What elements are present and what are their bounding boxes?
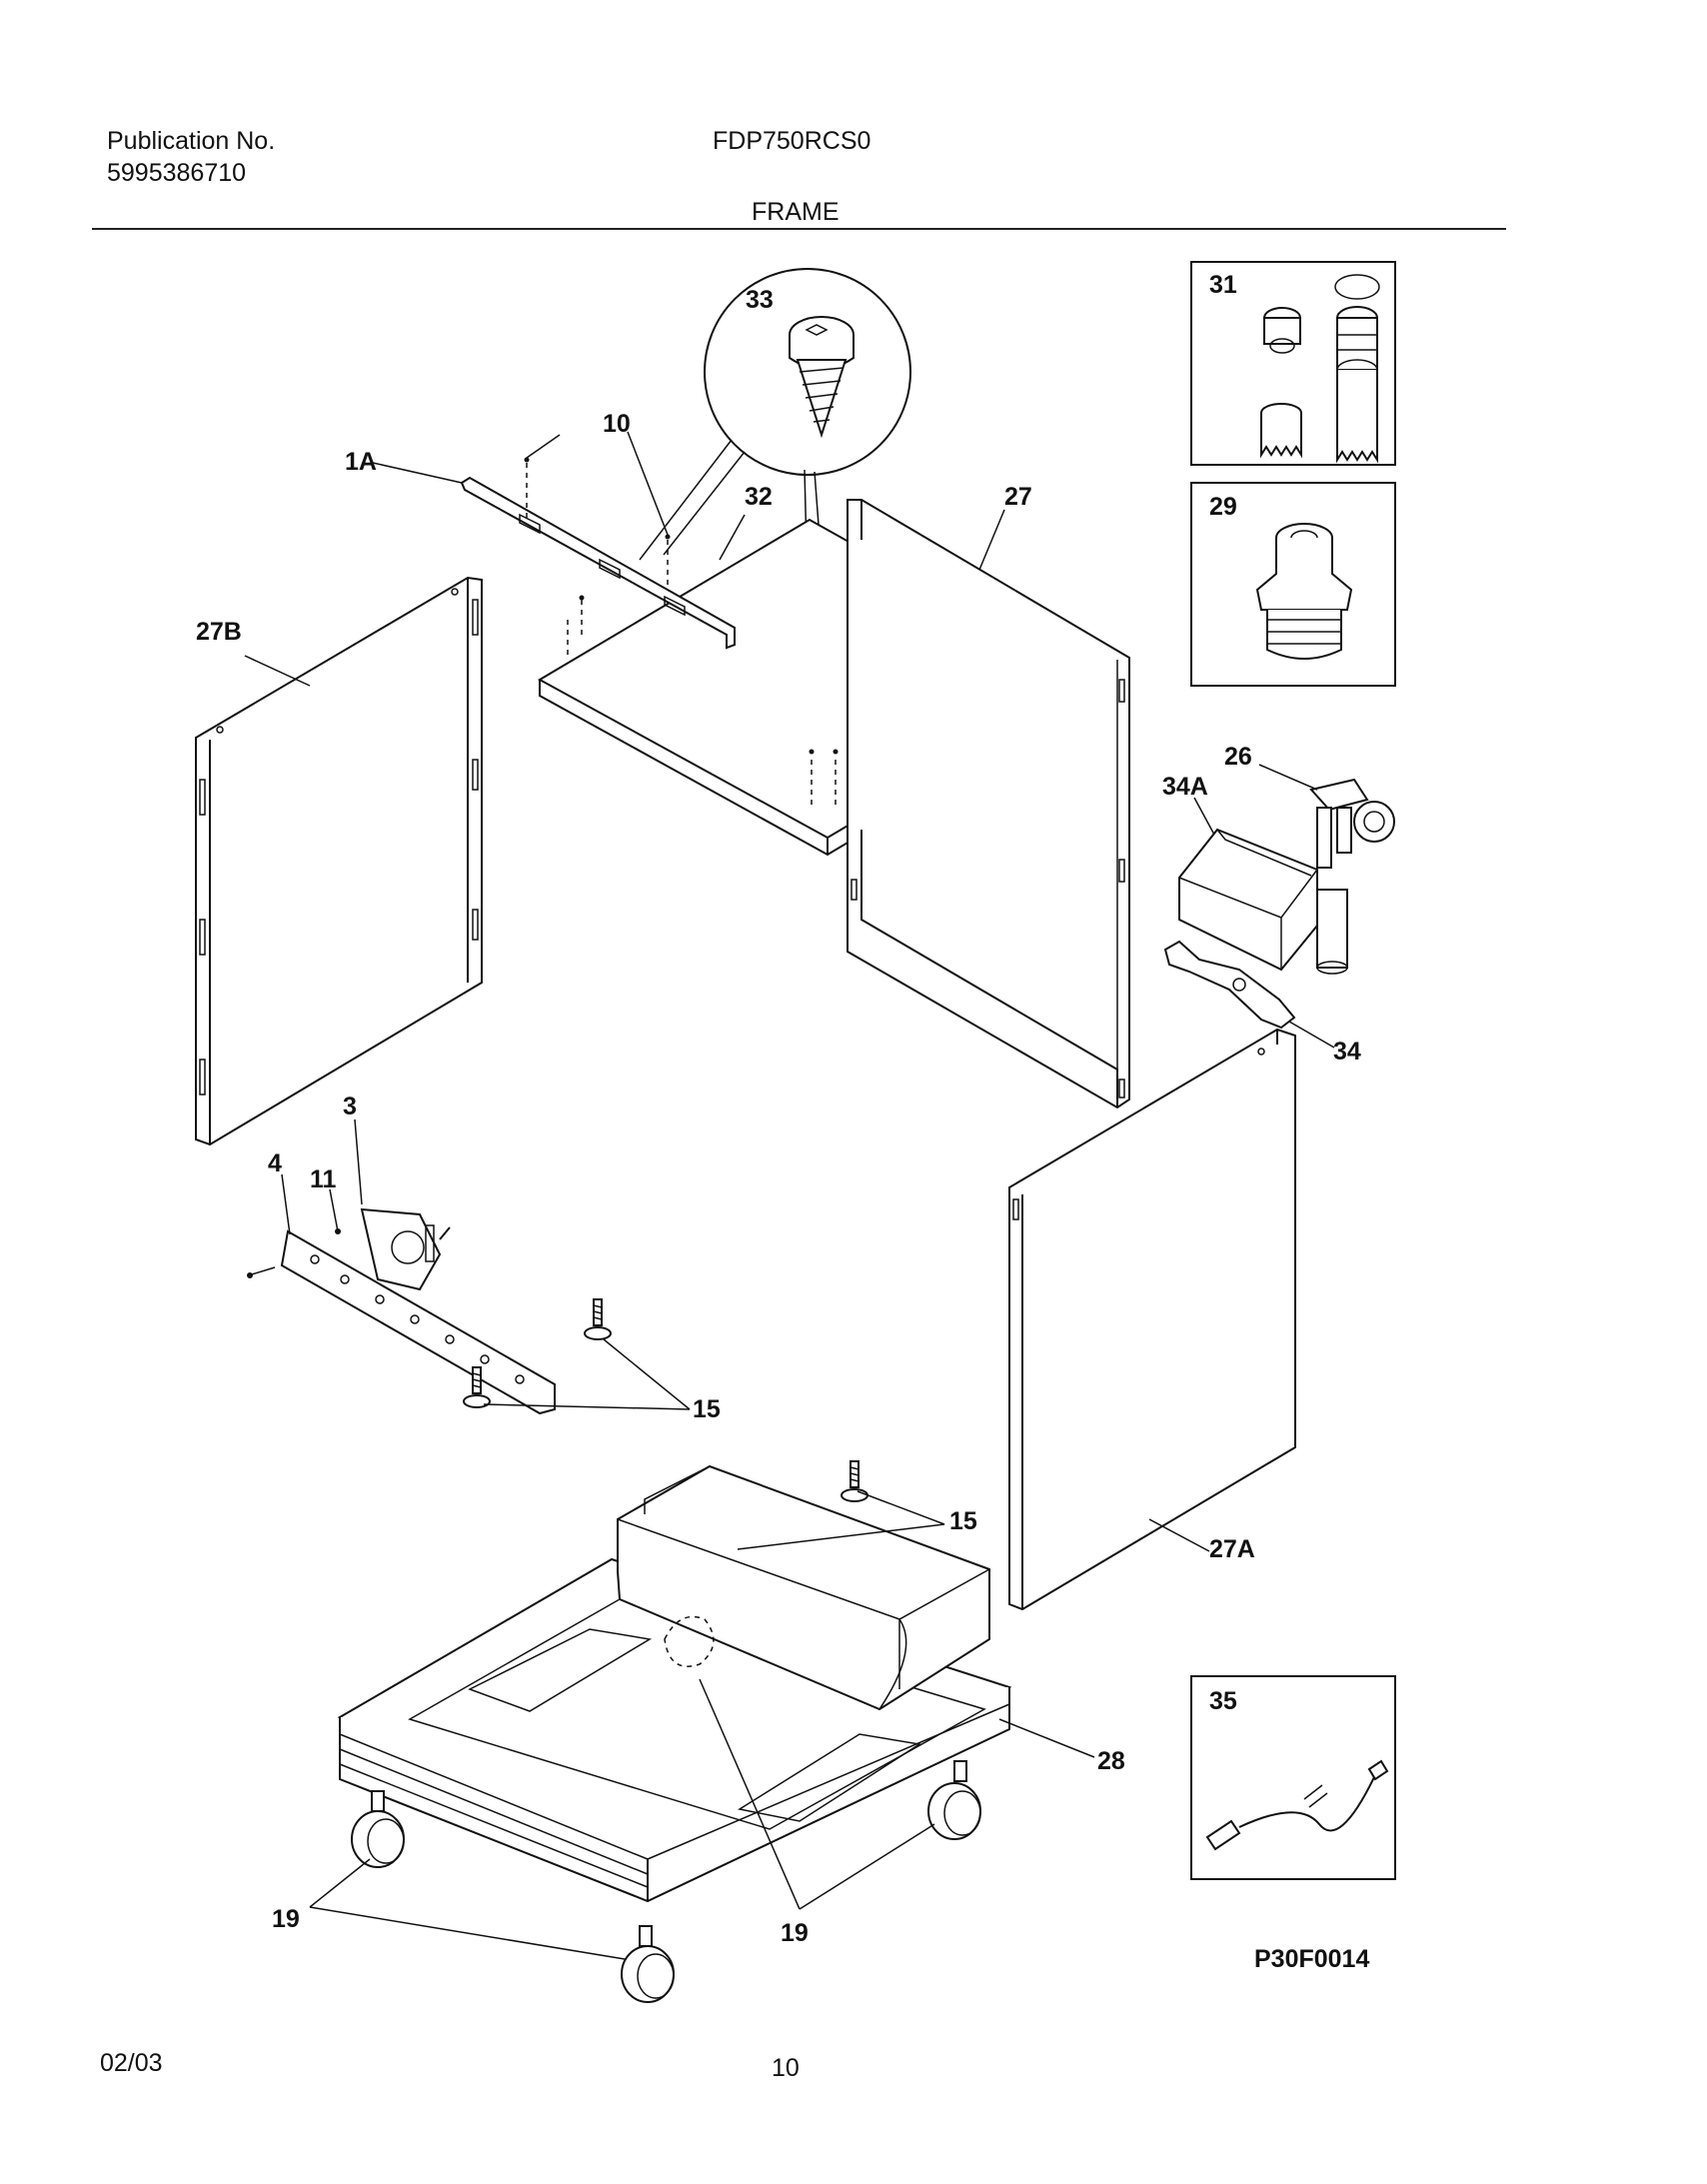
callout-29: 29 bbox=[1209, 493, 1237, 521]
callout-34A: 34A bbox=[1162, 773, 1208, 801]
top-bracket bbox=[460, 457, 736, 660]
callout-15-left: 15 bbox=[693, 1395, 721, 1423]
callout-34: 34 bbox=[1333, 1038, 1361, 1066]
casters bbox=[351, 1760, 981, 2003]
callout-19-left: 19 bbox=[272, 1905, 300, 1933]
mounting-bracket bbox=[1163, 940, 1296, 1030]
publication-label: Publication No. bbox=[107, 127, 276, 155]
callout-19-right: 19 bbox=[781, 1919, 809, 1947]
publication-number: 5995386710 bbox=[107, 159, 247, 187]
callout-35: 35 bbox=[1209, 1687, 1237, 1715]
inset-box-29 bbox=[1190, 482, 1396, 687]
callout-11: 11 bbox=[310, 1165, 337, 1193]
revision-date: 02/03 bbox=[100, 2049, 163, 2077]
model-number: FDP750RCS0 bbox=[713, 127, 871, 155]
motor-bracket-assembly bbox=[247, 1207, 556, 1415]
callout-26: 26 bbox=[1224, 743, 1252, 771]
callout-27: 27 bbox=[1004, 483, 1032, 511]
callout-10: 10 bbox=[603, 410, 631, 438]
page-number: 10 bbox=[772, 2054, 800, 2082]
leader-lines bbox=[244, 431, 1335, 1960]
inlet-valve bbox=[1309, 778, 1395, 975]
section-title: FRAME bbox=[752, 198, 840, 226]
callout-27A: 27A bbox=[1209, 1535, 1255, 1563]
callout-33: 33 bbox=[746, 286, 774, 314]
back-side-panel bbox=[847, 499, 1130, 1109]
callout-31: 31 bbox=[1209, 271, 1237, 299]
inset-box-35 bbox=[1190, 1675, 1396, 1880]
mounting-box bbox=[1178, 828, 1318, 972]
callout-3: 3 bbox=[343, 1092, 357, 1120]
callout-27B: 27B bbox=[196, 618, 242, 646]
drawing-code: P30F0014 bbox=[1254, 1945, 1369, 1973]
header-rule bbox=[92, 228, 1506, 230]
base-tub bbox=[337, 1464, 1012, 1903]
screw-detail-circle bbox=[639, 268, 911, 751]
callout-labels: 1A 3 4 10 11 15 15 19 19 26 27 27A 27B 2… bbox=[196, 271, 1361, 1947]
callout-1A: 1A bbox=[345, 448, 377, 476]
callout-32: 32 bbox=[745, 483, 773, 511]
callout-4: 4 bbox=[268, 1149, 282, 1177]
callout-15-right: 15 bbox=[949, 1507, 977, 1535]
right-side-panel bbox=[1008, 1028, 1296, 1611]
callout-28: 28 bbox=[1097, 1747, 1125, 1775]
left-side-panel bbox=[195, 576, 483, 1146]
inset-box-31 bbox=[1190, 261, 1396, 466]
